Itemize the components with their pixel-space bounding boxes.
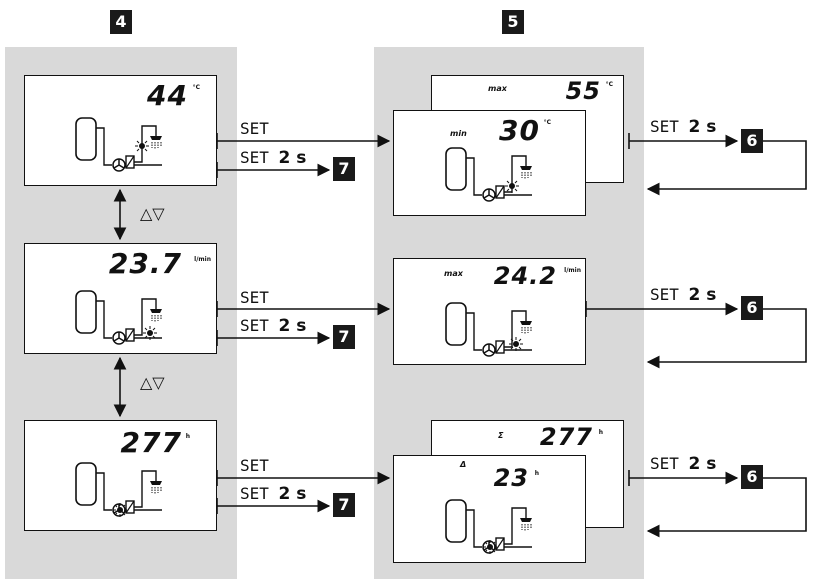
display-value: 277 — [539, 423, 593, 451]
duration-text: 2 s — [688, 454, 717, 474]
hydraulic-icon — [75, 290, 163, 345]
display-label: min — [450, 129, 467, 138]
display-label: max — [444, 269, 463, 278]
display-label: Σ — [498, 431, 504, 440]
step-badge-6: 6 — [741, 129, 763, 153]
display-unit: h — [598, 429, 603, 436]
temperature-sensor-icon — [134, 138, 150, 154]
set-text: SET — [240, 316, 269, 335]
temperature-sensor-icon — [504, 178, 520, 194]
duration-text: 2 s — [278, 484, 307, 504]
display-label: Δ — [460, 460, 467, 469]
display-unit: l/min — [194, 256, 211, 263]
step-badge-7: 7 — [333, 493, 355, 517]
set-text: SET — [240, 484, 269, 503]
set-text: SET — [650, 454, 679, 473]
display-value: 23.7 — [108, 247, 182, 280]
step-badge-4: 4 — [110, 10, 132, 34]
set-label: SET — [240, 288, 269, 307]
display-unit: °C — [543, 119, 551, 126]
display-value: 277 — [120, 426, 182, 459]
set-text: SET — [240, 148, 269, 167]
display-unit: °C — [192, 84, 200, 91]
hydraulic-icon — [445, 147, 533, 202]
display-value: 23 — [493, 464, 529, 492]
set-2s-label: SET 2 s — [240, 150, 306, 167]
duration-text: 2 s — [688, 285, 717, 305]
up-down-keys-label: △▽ — [140, 373, 165, 392]
display-unit: l/min — [564, 267, 581, 274]
pump-active-icon — [482, 539, 498, 555]
step-badge-6: 6 — [741, 296, 763, 320]
set-2s-label: SET 2 s — [240, 486, 306, 503]
display-value: 24.2 — [493, 262, 557, 290]
set-2s-label: SET 2 s — [650, 119, 716, 136]
set-label: SET — [240, 119, 269, 138]
duration-text: 2 s — [278, 316, 307, 336]
set-2s-label: SET 2 s — [650, 456, 716, 473]
set-text: SET — [650, 117, 679, 136]
display-unit: h — [185, 433, 190, 440]
set-text: SET — [650, 285, 679, 304]
flow-sensor-icon — [508, 336, 524, 352]
step-badge-6: 6 — [741, 465, 763, 489]
step-badge-7: 7 — [333, 325, 355, 349]
display-label: max — [488, 84, 507, 93]
hydraulic-icon — [445, 302, 533, 357]
duration-text: 2 s — [278, 148, 307, 168]
display-value: 44 — [147, 79, 188, 112]
display-value: 55 — [565, 77, 601, 105]
set-label: SET — [240, 456, 269, 475]
set-2s-label: SET 2 s — [240, 318, 306, 335]
pump-active-icon — [112, 502, 128, 518]
set-2s-label: SET 2 s — [650, 287, 716, 304]
hydraulic-icon — [75, 117, 163, 172]
display-value: 30 — [499, 114, 540, 147]
step-badge-7: 7 — [333, 157, 355, 181]
up-down-keys-label: △▽ — [140, 204, 165, 223]
display-unit: h — [534, 470, 539, 477]
step-badge-5: 5 — [502, 10, 524, 34]
duration-text: 2 s — [688, 117, 717, 137]
display-unit: °C — [605, 81, 613, 88]
flow-sensor-icon — [142, 325, 158, 341]
